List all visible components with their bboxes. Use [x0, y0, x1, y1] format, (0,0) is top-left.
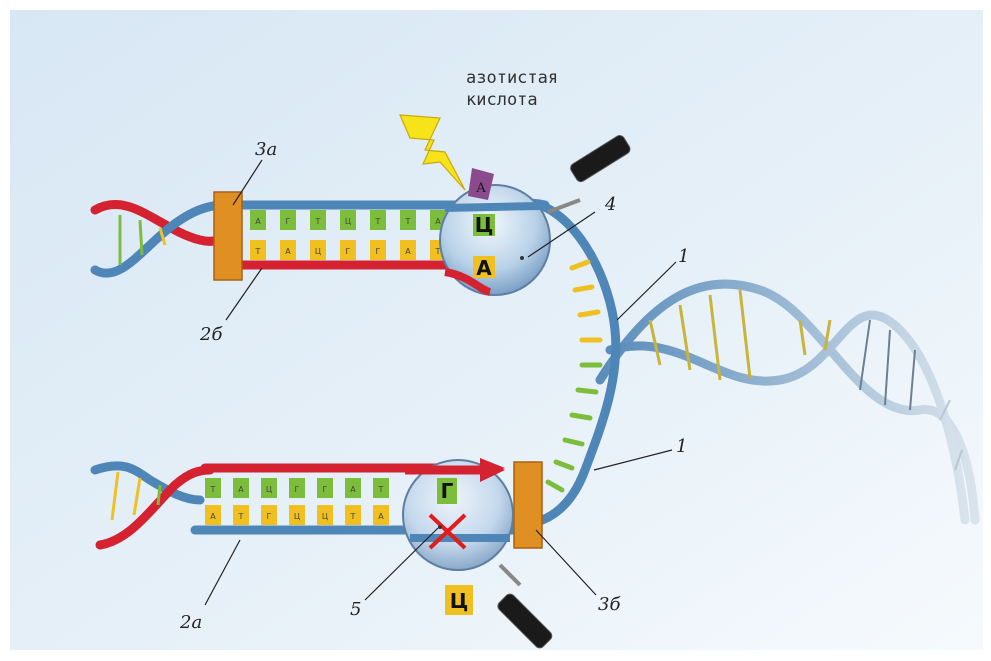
label-3b: 3б	[598, 594, 621, 615]
lower-bottom-base-label: А	[210, 512, 216, 521]
label-1-lower: 1	[676, 436, 687, 457]
lower-top-base-label: Г	[295, 485, 300, 494]
upper-bottom-base-label: Ц	[315, 247, 321, 256]
magnifier-lens-5	[403, 460, 513, 570]
lower-bottom-base-label: Ц	[322, 512, 328, 521]
label-1-upper: 1	[678, 246, 689, 267]
lower-bottom-base-label: А	[378, 512, 384, 521]
lower-top-base-label: Ц	[266, 485, 272, 494]
zoom-base-g-label: Г	[441, 479, 454, 503]
upper-bottom-base-label: А	[285, 247, 291, 256]
upper-bottom-base-label: Г	[346, 247, 351, 256]
upper-top-base-label: Г	[286, 217, 291, 226]
upper-top-base-label: Т	[375, 217, 381, 226]
lower-bottom-base-label: Т	[238, 512, 244, 521]
lower-top-base-label: Т	[378, 485, 384, 494]
polymerase-block-3a	[214, 192, 242, 280]
label-4: 4	[604, 194, 616, 215]
lower-top-base-label: А	[350, 485, 356, 494]
zoom-base-lower-label: А	[476, 256, 492, 280]
label-2b: 2б	[199, 324, 223, 345]
free-base-label: Ц	[450, 589, 469, 613]
label-3a: 3а	[255, 139, 277, 160]
agent-label-line1: азотистая	[466, 68, 558, 88]
zoom-base-upper-label: Ц	[475, 213, 494, 237]
label-2a: 2а	[179, 612, 202, 633]
agent-label-line2: кислота	[466, 90, 538, 110]
upper-top-base-label: Т	[405, 217, 411, 226]
upper-bottom-base-label: Т	[255, 247, 261, 256]
polymerase-block-3b	[514, 462, 542, 548]
lower-bottom-base-label: Т	[350, 512, 356, 521]
modified-base-label: А	[476, 181, 486, 196]
lower-bottom-base-label: Ц	[294, 512, 300, 521]
upper-top-base-label: А	[435, 217, 441, 226]
lower-top-base-label: Г	[323, 485, 328, 494]
label-5: 5	[350, 599, 361, 620]
lower-top-base-label: Т	[210, 485, 216, 494]
upper-top-base-label: Ц	[345, 217, 351, 226]
upper-top-base-label: Т	[315, 217, 321, 226]
upper-bottom-base-label: Г	[376, 247, 381, 256]
lower-bottom-base-label: Г	[267, 512, 272, 521]
lower-top-base-label: А	[238, 485, 244, 494]
upper-bottom-base-label: А	[405, 247, 411, 256]
upper-top-base-label: A	[255, 217, 261, 226]
